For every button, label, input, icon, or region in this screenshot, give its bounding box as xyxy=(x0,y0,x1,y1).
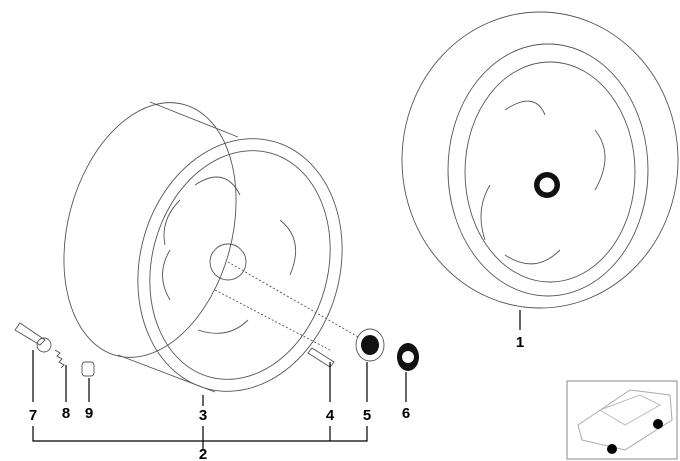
callout-3: 3 xyxy=(198,407,208,424)
tire-drawing xyxy=(401,11,679,309)
leader-lines xyxy=(32,310,521,450)
callout-2: 2 xyxy=(198,446,208,461)
rim-drawing xyxy=(63,101,343,393)
callout-6: 6 xyxy=(401,405,411,422)
callout-9: 9 xyxy=(84,405,94,422)
callout-5: 5 xyxy=(362,407,372,424)
small-parts xyxy=(14,261,419,377)
callout-8: 8 xyxy=(61,405,71,422)
callout-7: 7 xyxy=(28,407,38,424)
callout-1: 1 xyxy=(515,334,525,351)
callout-4: 4 xyxy=(325,407,335,424)
car-location-thumbnail xyxy=(566,380,678,460)
